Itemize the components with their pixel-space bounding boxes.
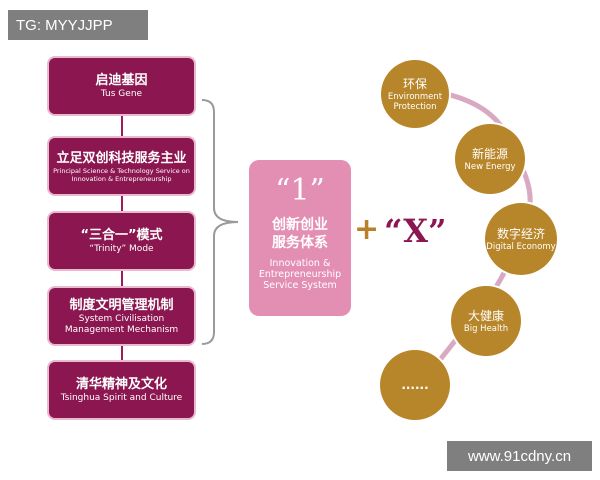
pillar-box-trinity-mode: “三合一”模式 “Trinity” Mode xyxy=(49,213,194,269)
pillar-box-title: “三合一”模式 xyxy=(80,228,163,243)
pillar-box-title: 制度文明管理机制 xyxy=(69,297,174,313)
pillar-box-title: 立足双创科技服务主业 xyxy=(56,150,187,166)
core-title-line1: 创新创业 xyxy=(272,217,328,233)
circle-more: ...... xyxy=(380,350,450,420)
circle-title: 环保 xyxy=(402,76,427,91)
circle-title: 大健康 xyxy=(467,308,504,323)
x-label: “X” xyxy=(384,212,447,250)
pillar-box-subtitle: “Trinity” Mode xyxy=(89,244,154,254)
pillar-box-subtitle: Tsinghua Spirit and Culture xyxy=(60,393,183,403)
circle-subtitle: Big Health xyxy=(463,323,509,334)
pillar-box-system-civilisation: 制度文明管理机制 System Civilisation Management … xyxy=(49,288,194,344)
circle-new-energy: 新能源 New Energy xyxy=(455,124,525,194)
pillar-box-title: 清华精神及文化 xyxy=(75,377,167,392)
site-watermark: www.91cdny.cn xyxy=(447,441,592,471)
circle-subtitle: Digital Economy xyxy=(486,241,556,252)
core-number: “1” xyxy=(275,173,325,208)
pillar-box-principal-service: 立足双创科技服务主业 Principal Science & Technolog… xyxy=(49,138,194,194)
tag-label: TG: MYYJJPP xyxy=(8,10,148,40)
core-service-system-box: “1” 创新创业 服务体系 Innovation & Entrepreneurs… xyxy=(249,160,351,316)
circle-title: ...... xyxy=(401,378,429,392)
foundation-pillar: 启迪基因 Tus Gene 立足双创科技服务主业 Principal Scien… xyxy=(49,58,194,418)
pillar-box-subtitle: System Civilisation Management Mechanism xyxy=(64,313,179,335)
pillar-box-title: 启迪基因 xyxy=(95,73,148,88)
curly-bracket-icon xyxy=(201,99,239,345)
pillar-box-tus-gene: 启迪基因 Tus Gene xyxy=(49,58,194,114)
pillar-box-subtitle: Principal Science & Technology Service o… xyxy=(53,166,190,183)
circle-title: 新能源 xyxy=(471,146,508,161)
circle-environment-protection: 环保 Environment Protection xyxy=(381,60,449,128)
circle-subtitle: Environment Protection xyxy=(387,91,443,112)
circle-subtitle: New Energy xyxy=(464,161,516,172)
pillar-box-tsinghua-spirit: 清华精神及文化 Tsinghua Spirit and Culture xyxy=(49,362,194,418)
core-subtitle: Innovation & Entrepreneurship Service Sy… xyxy=(258,258,342,291)
circle-big-health: 大健康 Big Health xyxy=(451,286,521,356)
plus-sign: + xyxy=(354,212,380,247)
core-title-line2: 服务体系 xyxy=(272,235,328,251)
pillar-box-subtitle: Tus Gene xyxy=(100,89,143,99)
circle-digital-economy: 数字经济 Digital Economy xyxy=(485,203,557,275)
circle-title: 数字经济 xyxy=(496,226,545,241)
